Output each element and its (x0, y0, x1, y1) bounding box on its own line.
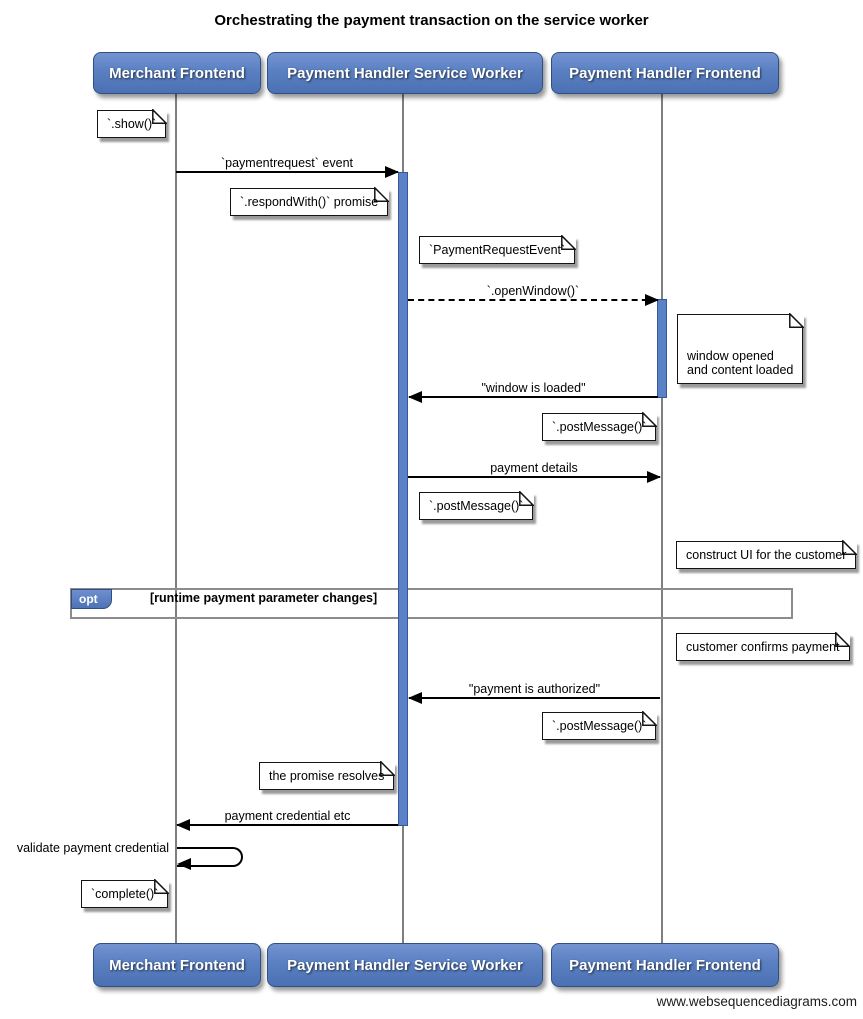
note-text: `.show()` (107, 117, 157, 131)
note-postmessage-3: `.postMessage()` (542, 711, 658, 740)
note-complete: `complete()` (81, 879, 170, 908)
actor-bottom-payment-handler-frontend: Payment Handler Frontend (551, 943, 779, 987)
note-fold-icon (373, 187, 389, 203)
self-message-loop (177, 847, 243, 867)
activation-bar-service-worker (398, 172, 408, 826)
message-arrow-payment-credential-etc (176, 819, 398, 831)
note-fold-icon (835, 632, 851, 648)
opt-fragment: opt [runtime payment parameter changes] (70, 588, 793, 619)
note-fold-icon (154, 879, 169, 895)
message-arrow-openwindow (408, 294, 659, 306)
lifeline-payment-handler-frontend (661, 92, 663, 943)
actor-bottom-payment-handler-service-worker: Payment Handler Service Worker (267, 943, 543, 987)
note-window-opened: window opened and content loaded (677, 313, 805, 384)
note-fold-icon (842, 540, 858, 556)
message-label-openwindow: `.openWindow()` (486, 284, 580, 298)
actor-bottom-merchant-frontend: Merchant Frontend (93, 943, 261, 987)
self-message-arrowhead (177, 858, 191, 870)
message-arrow-payment-is-authorized (408, 692, 660, 704)
activation-bar-payment-handler-frontend (657, 299, 667, 398)
page-title: Orchestrating the payment transaction on… (214, 12, 649, 29)
note-fold-icon (642, 412, 658, 428)
note-text: `.postMessage()` (552, 719, 647, 733)
message-arrow-payment-details (408, 471, 661, 483)
note-fold-icon (642, 711, 658, 727)
opt-condition: [runtime payment parameter changes] (150, 591, 378, 605)
note-fold-icon (379, 761, 395, 777)
note-postmessage-2: `.postMessage()` (419, 491, 535, 520)
actor-top-payment-handler-service-worker: Payment Handler Service Worker (267, 52, 543, 94)
note-text: `.respondWith()` promise (240, 195, 379, 209)
message-label-payment-is-authorized: "payment is authorized" (468, 682, 601, 696)
actor-top-payment-handler-frontend: Payment Handler Frontend (551, 52, 779, 94)
note-text: window opened and content loaded (687, 349, 794, 377)
note-text: `PaymentRequestEvent` (429, 243, 566, 257)
note-text: the promise resolves (269, 769, 385, 783)
note-text: construct UI for the customer (686, 548, 847, 562)
note-postmessage-1: `.postMessage()` (542, 412, 658, 441)
note-text: `.postMessage()` (552, 420, 647, 434)
note-paymentrequestevent: `PaymentRequestEvent` (419, 235, 576, 264)
opt-operator-tab: opt (71, 589, 112, 609)
note-fold-icon (788, 313, 804, 329)
note-fold-icon (560, 235, 576, 251)
note-promise-resolves: the promise resolves (259, 761, 396, 790)
note-construct-ui: construct UI for the customer (676, 540, 858, 569)
message-arrow-window-is-loaded (408, 391, 658, 403)
note-respondwith-promise: `.respondWith()` promise (230, 187, 390, 216)
note-fold-icon (151, 109, 167, 125)
message-arrow-paymentrequest-event (176, 166, 399, 178)
note-fold-icon (519, 491, 535, 507)
message-label-paymentrequest-event: `paymentrequest` event (220, 156, 353, 170)
lifeline-merchant-frontend (175, 92, 177, 943)
note-text: `complete()` (91, 887, 159, 901)
message-label-window-is-loaded: "window is loaded" (481, 381, 586, 395)
message-label-payment-credential-etc: payment credential etc (224, 809, 351, 823)
message-label-payment-details: payment details (490, 461, 578, 475)
note-show: `.show()` (97, 109, 168, 138)
self-message-label-validate-payment-credential: validate payment credential (16, 841, 169, 855)
note-customer-confirms: customer confirms payment (676, 632, 851, 661)
actor-top-merchant-frontend: Merchant Frontend (93, 52, 261, 94)
note-text: `.postMessage()` (429, 499, 524, 513)
note-text: customer confirms payment (686, 640, 840, 654)
footer-credit: www.websequencediagrams.com (656, 994, 857, 1009)
